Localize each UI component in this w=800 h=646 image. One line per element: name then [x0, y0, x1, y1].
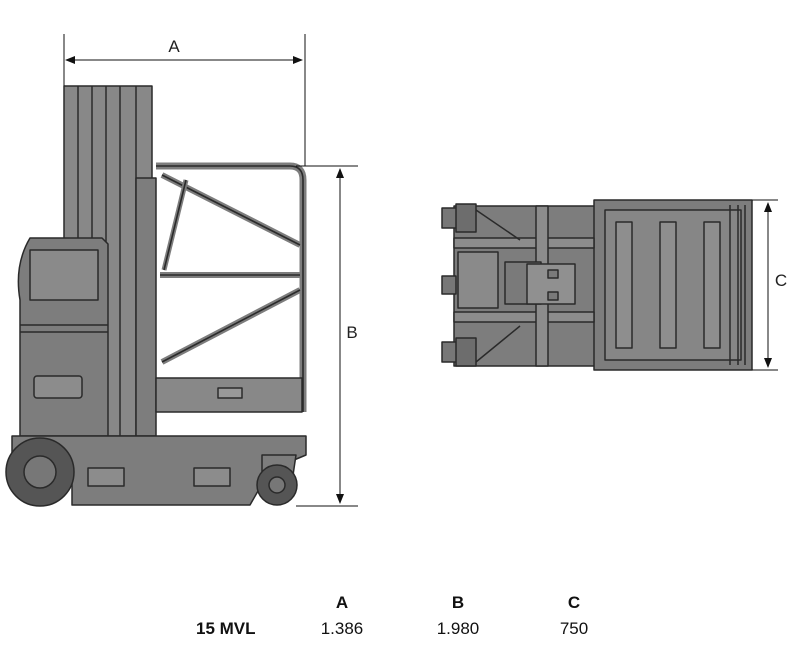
- lift-dimension-diagram: A B: [5, 34, 787, 507]
- side-view: [5, 85, 307, 507]
- dimension-c-label: C: [775, 271, 787, 290]
- dimension-a: [63, 34, 306, 166]
- spec-value-a: 1.386: [320, 619, 364, 638]
- spec-value-b: 1.980: [436, 619, 480, 638]
- platform-guardrail: [156, 162, 307, 412]
- dimension-b-label: B: [346, 323, 357, 342]
- spec-model-name: 15 MVL: [196, 619, 256, 638]
- top-view: [441, 199, 753, 371]
- dimension-a-label: A: [168, 37, 180, 56]
- spec-header-b: B: [451, 593, 465, 612]
- dimension-c: [752, 199, 778, 371]
- spec-header-c: C: [567, 593, 581, 612]
- spec-header-a: A: [335, 593, 349, 612]
- dimension-b: [296, 165, 358, 507]
- spec-table: A B C 15 MVL 1.386 1.980 750: [0, 585, 800, 645]
- spec-value-c: 750: [559, 619, 589, 638]
